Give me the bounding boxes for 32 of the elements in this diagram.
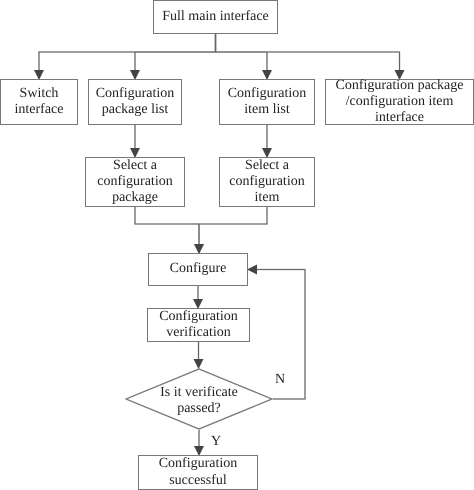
node-text: Configuration package /configuration item interface — [334, 78, 464, 126]
process-box — [138, 455, 258, 490]
arrow — [214, 34, 404, 80]
process-box — [219, 157, 315, 207]
node-text: Select a configuration item — [228, 158, 306, 206]
decision-diamond — [125, 368, 273, 430]
process-box — [88, 79, 182, 125]
arrow — [194, 342, 204, 369]
node-text: Select a configuration package — [96, 158, 174, 206]
edge-label: N — [275, 373, 286, 387]
process-box — [153, 0, 278, 34]
node-text: Configuration package list — [94, 86, 176, 118]
process-box — [325, 79, 474, 125]
node-text: Switch interface — [14, 86, 64, 118]
node-text: Full main interface — [161, 8, 270, 26]
process-box — [147, 308, 250, 342]
arrow — [130, 125, 140, 158]
node-text: Configure — [168, 261, 228, 278]
process-box — [148, 253, 248, 286]
node-text: Configuration verification — [158, 308, 239, 342]
arrow — [194, 207, 268, 254]
arrow — [194, 430, 204, 456]
process-box — [219, 79, 315, 125]
arrow — [193, 286, 203, 309]
process-box — [85, 157, 185, 207]
arrow — [247, 264, 306, 400]
process-box — [0, 79, 78, 125]
node-text: Is it verificate passed? — [159, 384, 239, 418]
arrow — [262, 125, 272, 158]
edge-label: Y — [211, 435, 222, 449]
node-text: Configuration item list — [226, 86, 308, 118]
node-text: Configuration successful — [158, 456, 238, 489]
